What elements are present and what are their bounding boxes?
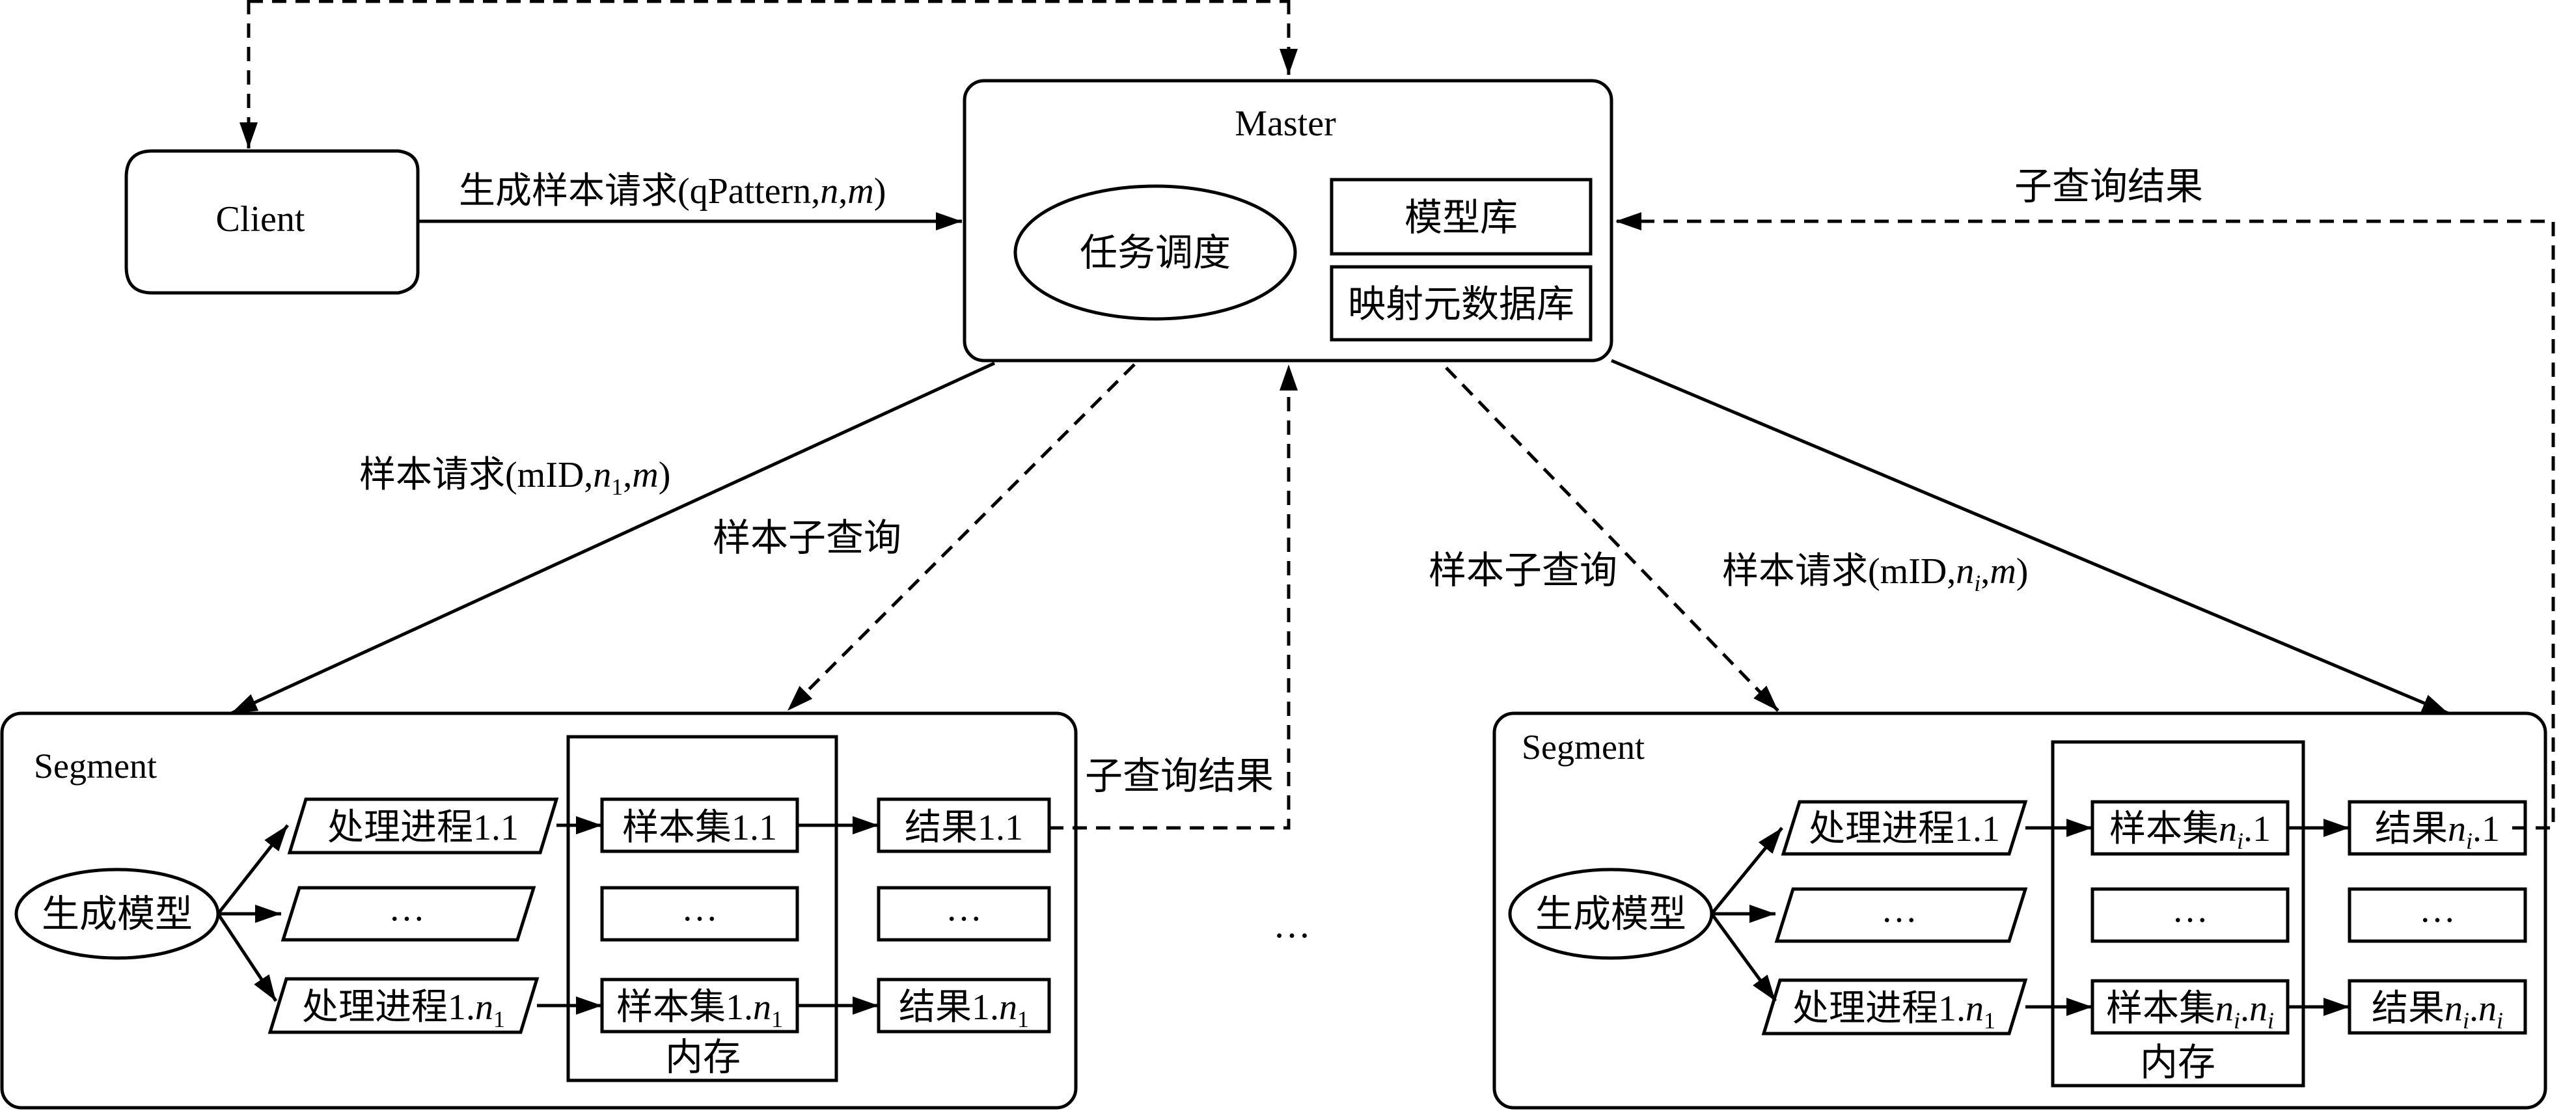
segment-left-title: Segment [34,747,157,786]
mapping-db-label: 映射元数据库 [1348,283,1574,325]
segment-right-process-2 [1774,887,2028,943]
mapping-db-box [1330,265,1593,342]
left-subquery-result-label: 子查询结果 [1085,755,1274,797]
segment-right-process-3-label: 处理进程1.n1 [1792,989,1995,1034]
segment-right-process-1-label: 处理进程1.1 [1809,809,2000,849]
right-subresult-loop: 子查询结果 [1615,165,2555,830]
segment-right-result-2 [2348,887,2527,943]
task-scheduler-node [1013,184,1297,321]
segment-right-model-label: 生成模型 [1535,893,1686,935]
left-sample-subquery-edge: 样本子查询 [713,363,1136,712]
client-label: Client [216,199,305,240]
model-db-label: 模型库 [1404,197,1518,239]
segment-left-process-1-label: 处理进程1.1 [327,808,519,848]
segment-left-result-1-label: 结果1.1 [905,808,1023,848]
segment-left-process-2 [281,886,536,942]
segment-left-result-2-label: … [946,888,982,929]
segment-right-sample-2-label: … [2172,890,2208,930]
segment-right-process-2-label: … [1881,890,1917,930]
segment-right-result-1 [2348,800,2527,856]
segment-left-sample-1-label: 样本集1.1 [622,808,777,848]
segment-left-result-2 [877,886,1051,942]
segment-right-process-3 [1761,978,2028,1036]
right-sample-subquery-edge: 样本子查询 [1429,366,1779,712]
segment-left-process-1 [287,797,559,855]
segments-ellipsis: … [1273,903,1311,946]
segment-right-memory-label: 内存 [2140,1041,2215,1084]
segment-left-memory [566,735,838,1082]
segment-left-memory-label: 内存 [665,1036,741,1078]
left-sample-subquery-label: 样本子查询 [713,517,901,559]
segment-right-memory [2051,740,2305,1088]
segment-right-result-1-label: 结果ni.1 [2375,809,2500,854]
segment-right-result-3 [2348,979,2527,1035]
segment-left-process-3 [267,977,540,1034]
segment-right-sample-1-label: 样本集ni.1 [2109,809,2271,854]
segment-left-result-1 [877,797,1051,853]
segment-left-sample-2 [600,886,799,942]
segment-left-model-label: 生成模型 [42,893,193,935]
segment-left-process-3-label: 处理进程1.n1 [302,987,505,1032]
top-dashed-loop [240,0,1298,148]
segment-right-result-3-label: 结果ni.ni [2372,989,2503,1034]
task-scheduler-label: 任务调度 [1080,232,1231,274]
left-sample-request-edge: 样本请求(mID,n1,m) [230,361,996,715]
segment-right: Segment 生成模型 内存 处理进程1.1 样本集ni.1 结果ni.1 …… [1492,711,2547,1110]
segment-right-result-2-label: … [2419,890,2456,930]
segment-left-sample-2-label: … [681,888,718,929]
client-to-master-edge: 生成样本请求(qPattern,n,m) [418,171,962,230]
generate-sample-request-label: 生成样本请求(qPattern,n,m) [459,171,886,212]
segment-right-title: Segment [1522,728,1645,767]
segment-right-sample-3-label: 样本集ni.ni [2106,989,2274,1034]
segment-left-sample-3-label: 样本集1.n1 [616,987,783,1032]
left-subresult-loop: 子查询结果 [1049,364,1298,830]
client-node: Client [124,149,420,295]
right-sample-request-edge: 样本请求(mID,ni,m) [1611,359,2449,715]
segment-left: Segment 生成模型 内存 处理进程1.1 样本集1.1 结果1.1 … …… [0,711,1078,1110]
subquery-result-top-label: 子查询结果 [2014,165,2203,208]
left-sample-request-label: 样本请求(mID,n1,m) [359,455,670,500]
segment-right-sample-2 [2090,887,2290,943]
master-node: Master 任务调度 模型库 映射元数据库 [963,79,1613,363]
segment-left-process-2-label: … [389,888,425,929]
right-sample-subquery-label: 样本子查询 [1429,549,1617,592]
segment-right-process-1 [1781,800,2028,856]
master-title: Master [1235,103,1336,144]
segment-left-result-3 [877,978,1051,1034]
segment-left-result-3-label: 结果1.n1 [899,987,1029,1032]
right-sample-request-label: 样本请求(mID,ni,m) [1722,551,2028,596]
model-db-box [1330,178,1593,256]
